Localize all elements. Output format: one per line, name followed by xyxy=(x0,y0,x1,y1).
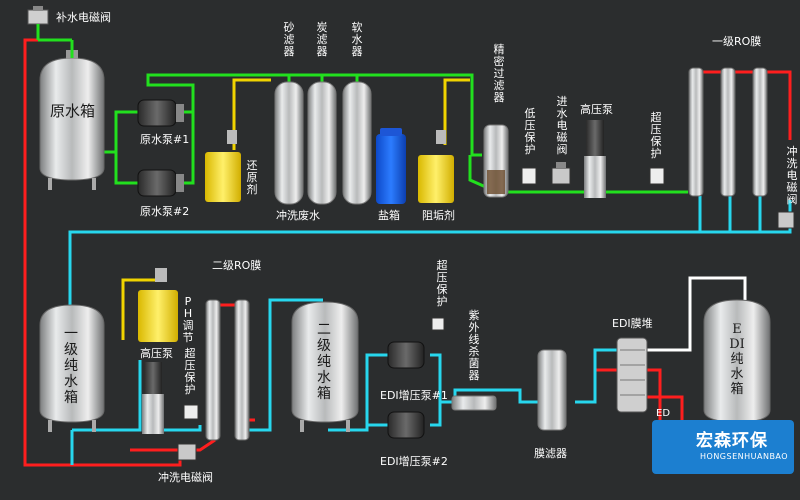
pipe-edi-product xyxy=(647,276,747,352)
pipe-makeup-2 xyxy=(92,455,182,467)
pure-water-tank-1 xyxy=(39,304,105,432)
pipe-pump2-to-main xyxy=(180,112,195,185)
label-flush-valve2: 冲洗电磁阀 xyxy=(158,471,213,484)
ph-tank xyxy=(138,268,178,342)
green-pipes xyxy=(104,73,688,194)
label-carbon-filter: 炭滤器 xyxy=(316,21,328,58)
label-softener: 软水器 xyxy=(351,21,363,58)
label-hp-pump1: 高压泵 xyxy=(580,103,613,116)
pure-water-tank-2 xyxy=(291,301,359,432)
brand-name-en: HONGSENHUANBAO xyxy=(700,452,789,461)
pipe-raw-outlet xyxy=(104,110,138,154)
edi-pump-1 xyxy=(387,341,425,369)
reducer-tank xyxy=(205,130,241,202)
pipe-ph xyxy=(121,278,158,340)
hp-pump-1 xyxy=(584,120,606,198)
label-over-pressure2: 超压保护 xyxy=(184,347,196,396)
brand-name-cn: 宏森环保 xyxy=(696,431,768,451)
label-low-pressure: 低压保护 xyxy=(524,107,536,156)
label-flush-waste: 冲洗废水 xyxy=(276,209,320,222)
softener-filter xyxy=(342,81,372,205)
hp-pump-2 xyxy=(142,362,164,434)
yellow-pipes xyxy=(121,78,470,340)
label-raw-tank: 原水箱 xyxy=(50,102,96,120)
uv-sterilizer xyxy=(451,395,497,411)
label-ro1: 一级RO膜 xyxy=(712,35,762,48)
label-salt-box: 盐箱 xyxy=(378,209,400,222)
over-pressure-switch-2 xyxy=(183,404,199,420)
raw-pump-2 xyxy=(137,169,184,197)
label-ed-mark: ED xyxy=(656,408,671,419)
inlet-valve xyxy=(551,162,571,185)
label-sand-filter: 砂滤器 xyxy=(283,21,295,58)
label-raw-pump1: 原水泵#1 xyxy=(140,133,190,146)
label-inlet-valve: 进水电磁阀 xyxy=(556,95,568,156)
label-edi-pump2: EDI增压泵#2 xyxy=(380,455,448,468)
label-over-pressure1: 超压保护 xyxy=(650,111,662,160)
carbon-filter xyxy=(307,81,337,205)
ro1-membranes xyxy=(688,67,768,197)
label-tank1: 一级纯水箱 xyxy=(64,326,78,406)
membrane-filter-vessel xyxy=(537,349,567,431)
label-ph-adjust: PH调节 xyxy=(182,295,194,344)
label-precision-filter: 精密过滤器 xyxy=(493,43,505,104)
pipe-tank2-out-2 xyxy=(365,423,390,430)
precision-filter xyxy=(483,124,509,198)
white-pipes xyxy=(647,276,747,352)
pipe-edi-red-2 xyxy=(647,395,684,425)
label-edi-pump1: EDI增压泵#1 xyxy=(380,389,448,402)
label-antiscalant: 阻垢剂 xyxy=(422,209,455,222)
pipe-raw-outlet-2 xyxy=(114,152,138,185)
pipe-ro2-permeate xyxy=(248,298,323,432)
pipe-filter-to-edi xyxy=(575,348,617,404)
label-edi-tank: EDI纯水箱 xyxy=(729,322,745,397)
pipe-antiscalant xyxy=(443,78,470,145)
label-edi-stack: EDI膜堆 xyxy=(612,317,653,330)
salt-box xyxy=(376,128,406,204)
label-uv: 紫外线杀菌器 xyxy=(468,309,480,382)
label-makeup-valve: 补水电磁阀 xyxy=(56,11,111,24)
label-reducer: 还原剂 xyxy=(246,159,258,196)
label-over-pressure3: 超压保护 xyxy=(436,259,448,308)
brand-banner: 宏森环保 HONGSENHUANBAO xyxy=(652,420,794,474)
label-hp-pump2: 高压泵 xyxy=(140,347,173,360)
pipe-edi-pumps-out xyxy=(430,353,442,427)
ro2-membranes xyxy=(205,299,250,441)
pipe-pump1-to-main xyxy=(146,73,482,157)
edi-pump-2 xyxy=(387,411,425,439)
raw-pump-1 xyxy=(137,99,184,127)
label-ro2: 二级RO膜 xyxy=(212,259,262,272)
sand-filter xyxy=(274,81,304,205)
edi-stack xyxy=(616,337,648,413)
label-flush-valve: 冲洗电磁阀 xyxy=(786,145,798,206)
label-raw-pump2: 原水泵#2 xyxy=(140,205,190,218)
makeup-valve xyxy=(27,6,74,58)
pipe-ro1-conc xyxy=(700,70,792,140)
pipe-hp2-out xyxy=(158,425,202,432)
over-pressure-switch-3 xyxy=(431,317,445,331)
antiscalant-tank xyxy=(418,130,454,203)
over-pressure-switch-1 xyxy=(649,167,665,185)
flush-valve-right xyxy=(777,211,795,229)
low-pressure-switch xyxy=(521,167,537,185)
flush-valve-bottom xyxy=(177,443,197,461)
pipe-flush-red xyxy=(130,438,216,452)
label-tank2: 二级纯水箱 xyxy=(317,322,331,402)
pipe-reducer xyxy=(232,78,271,150)
label-membrane-filter: 膜滤器 xyxy=(534,447,567,460)
